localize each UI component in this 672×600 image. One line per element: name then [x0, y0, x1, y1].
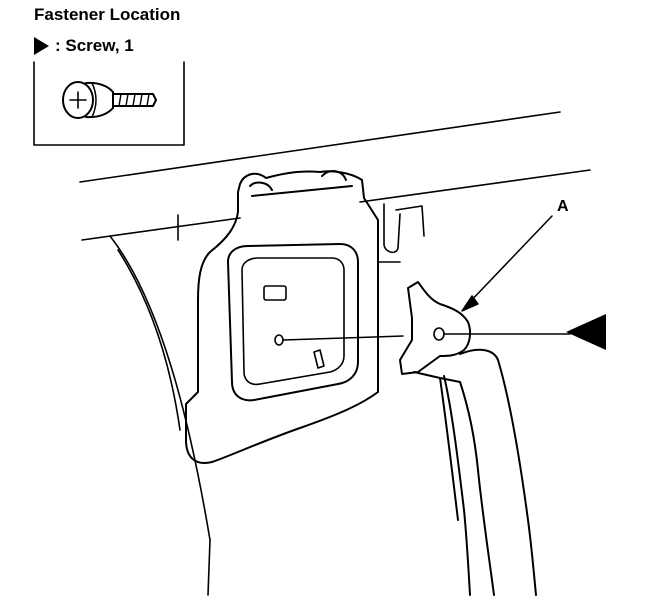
screw-icon [62, 81, 157, 119]
diagram-title: Fastener Location [34, 5, 181, 24]
trim-panel [185, 170, 425, 464]
callout-label-a: A [557, 198, 569, 215]
screw-location-marker [566, 314, 606, 350]
triangle-marker-icon [34, 37, 49, 55]
legend-text: : Screw, 1 [55, 36, 134, 55]
screw-leader-lines [282, 333, 571, 341]
body-outline [79, 111, 591, 596]
screw-inset-box [33, 61, 185, 146]
fastener-legend: : Screw, 1 [34, 35, 134, 57]
callout-a-leader [461, 215, 553, 312]
anchor-bracket-a [399, 281, 537, 596]
